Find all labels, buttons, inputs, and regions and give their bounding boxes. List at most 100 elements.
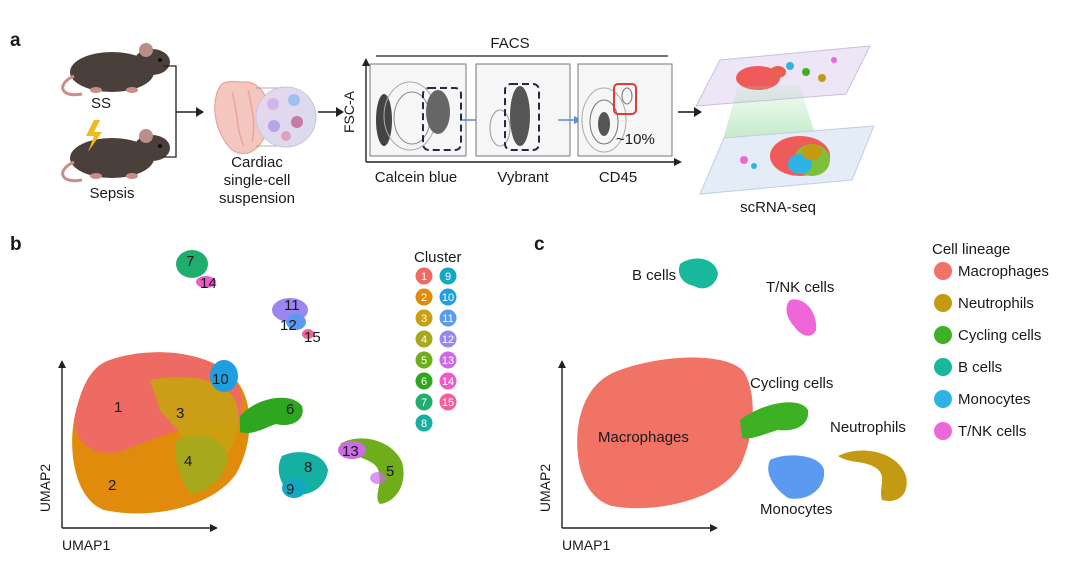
cluster-legend-item: 12 [439, 330, 457, 348]
cluster-legend-swatch [415, 267, 433, 285]
cluster-legend-item: 7 [415, 393, 433, 411]
cluster-legend-item: 15 [439, 393, 457, 411]
arrow-3-head [694, 107, 702, 117]
facs-percent: ~10% [616, 131, 655, 148]
lineage-legend-item: T/NK cells [934, 422, 1026, 440]
cluster-legend-swatch [439, 267, 457, 285]
umap-c-xaxis: UMAP1 [562, 537, 610, 553]
lineage-legend-label: Neutrophils [958, 295, 1034, 312]
cluster-legend-swatch [415, 351, 433, 369]
cardiac-label-2: single-cell [224, 172, 291, 189]
cluster-legend-number: 8 [421, 418, 427, 430]
cluster-legend-item: 1 [415, 267, 433, 285]
umap-b-label-14: 14 [200, 275, 217, 292]
cluster-legend-number: 10 [442, 292, 454, 304]
umap-b-label-1: 1 [114, 399, 122, 416]
facs-plot-2 [475, 63, 571, 157]
umap-c-label-monocytes: Monocytes [760, 501, 833, 518]
lineage-legend-item: B cells [934, 358, 1002, 376]
arrow-2-head [336, 107, 344, 117]
cluster-legend-number: 11 [442, 313, 453, 325]
cluster-legend-number: 5 [421, 355, 427, 367]
lineage-legend-swatch [934, 326, 952, 344]
cluster-legend-number: 7 [421, 397, 427, 409]
umap-b-label-7: 7 [186, 253, 194, 270]
mouse-sepsis-icon [61, 129, 170, 183]
cluster-legend-swatch [439, 372, 457, 390]
cluster-legend-swatch [415, 393, 433, 411]
umap-c-yaxis: UMAP2 [537, 464, 553, 512]
cluster-legend-number: 3 [421, 313, 427, 325]
umap-c-label-cycling: Cycling cells [750, 375, 833, 392]
panel-b-letter: b [10, 234, 22, 255]
lineage-legend-item: Cycling cells [934, 326, 1041, 344]
scrna-seq-label: scRNA-seq [740, 199, 816, 216]
cluster-legend-swatch [439, 330, 457, 348]
facs-title: FACS [490, 35, 529, 52]
lineage-legend-label: Macrophages [958, 263, 1049, 280]
umap-c-label-tnk: T/NK cells [766, 279, 834, 296]
umap-b-cluster-labels: 1 2 3 4 5 6 7 8 9 10 11 12 13 14 15 [108, 253, 394, 498]
cardiac-label-3: suspension [219, 190, 295, 207]
lineage-legend-swatch [934, 390, 952, 408]
cluster-legend-item: 14 [439, 372, 457, 390]
umap-c-label-macrophages: Macrophages [598, 429, 689, 446]
facs-plot-1 [369, 63, 467, 157]
umap-c-label-bcells: B cells [632, 267, 676, 284]
lineage-legend-item: Monocytes [934, 390, 1031, 408]
lightning-icon [86, 120, 102, 152]
facs-gate-3: CD45 [599, 169, 637, 186]
lineage-legend-title: Cell lineage [932, 241, 1010, 258]
umap-b-label-3: 3 [176, 405, 184, 422]
umap-b-label-9: 9 [286, 481, 294, 498]
cardiac-label-1: Cardiac [231, 154, 283, 171]
cluster-legend-number: 6 [421, 376, 427, 388]
lineage-legend-swatch [934, 294, 952, 312]
umap-b-label-4: 4 [184, 453, 192, 470]
mouse-sepsis-label: Sepsis [89, 185, 134, 202]
umap-b-label-15: 15 [304, 329, 321, 346]
cluster-legend-swatch [415, 330, 433, 348]
umap-b-xaxis: UMAP1 [62, 537, 110, 553]
lineage-legend-swatch [934, 358, 952, 376]
cluster-legend-item: 2 [415, 288, 433, 306]
facs-gate-1: Calcein blue [375, 169, 458, 186]
facs-plot-3 [577, 63, 673, 157]
umap-b-label-12: 12 [280, 317, 297, 334]
cluster-legend-number: 12 [442, 334, 454, 346]
lineage-legend-item: Neutrophils [934, 294, 1034, 312]
lineage-legend-swatch [934, 422, 952, 440]
panel-a-letter: a [10, 30, 21, 51]
mouse-ss-label: SS [91, 95, 111, 112]
cluster-legend-title: Cluster [414, 249, 462, 266]
cluster-legend-item: 9 [439, 267, 457, 285]
cluster-legend-swatch [415, 288, 433, 306]
cluster-legend-number: 15 [442, 397, 454, 409]
cluster-legend-item: 5 [415, 351, 433, 369]
umap-c-label-neutrophils: Neutrophils [830, 419, 906, 436]
arrow-1-head [196, 107, 204, 117]
umap-b-label-13: 13 [342, 443, 359, 460]
umap-b-label-10: 10 [212, 371, 229, 388]
cluster-legend-item: 10 [439, 288, 457, 306]
cluster-legend-item: 13 [439, 351, 457, 369]
cluster-legend-swatch [439, 288, 457, 306]
lineage-legend-label: T/NK cells [958, 423, 1026, 440]
cluster-legend-number: 13 [442, 355, 454, 367]
cluster-legend-number: 1 [421, 271, 427, 283]
cluster-legend-item: 8 [415, 414, 433, 432]
lineage-legend-item: Macrophages [934, 262, 1049, 280]
facs-yaxis-label: FSC-A [341, 90, 357, 133]
umap-b-label-11: 11 [284, 297, 300, 314]
cluster-legend-item: 11 [439, 309, 457, 327]
panel-c-letter: c [534, 234, 545, 255]
scrna-seq-icon [695, 45, 875, 195]
umap-b-label-6: 6 [286, 401, 294, 418]
mouse-ss-icon [61, 43, 170, 97]
heart-icon [214, 80, 271, 155]
umap-b-label-8: 8 [304, 459, 312, 476]
